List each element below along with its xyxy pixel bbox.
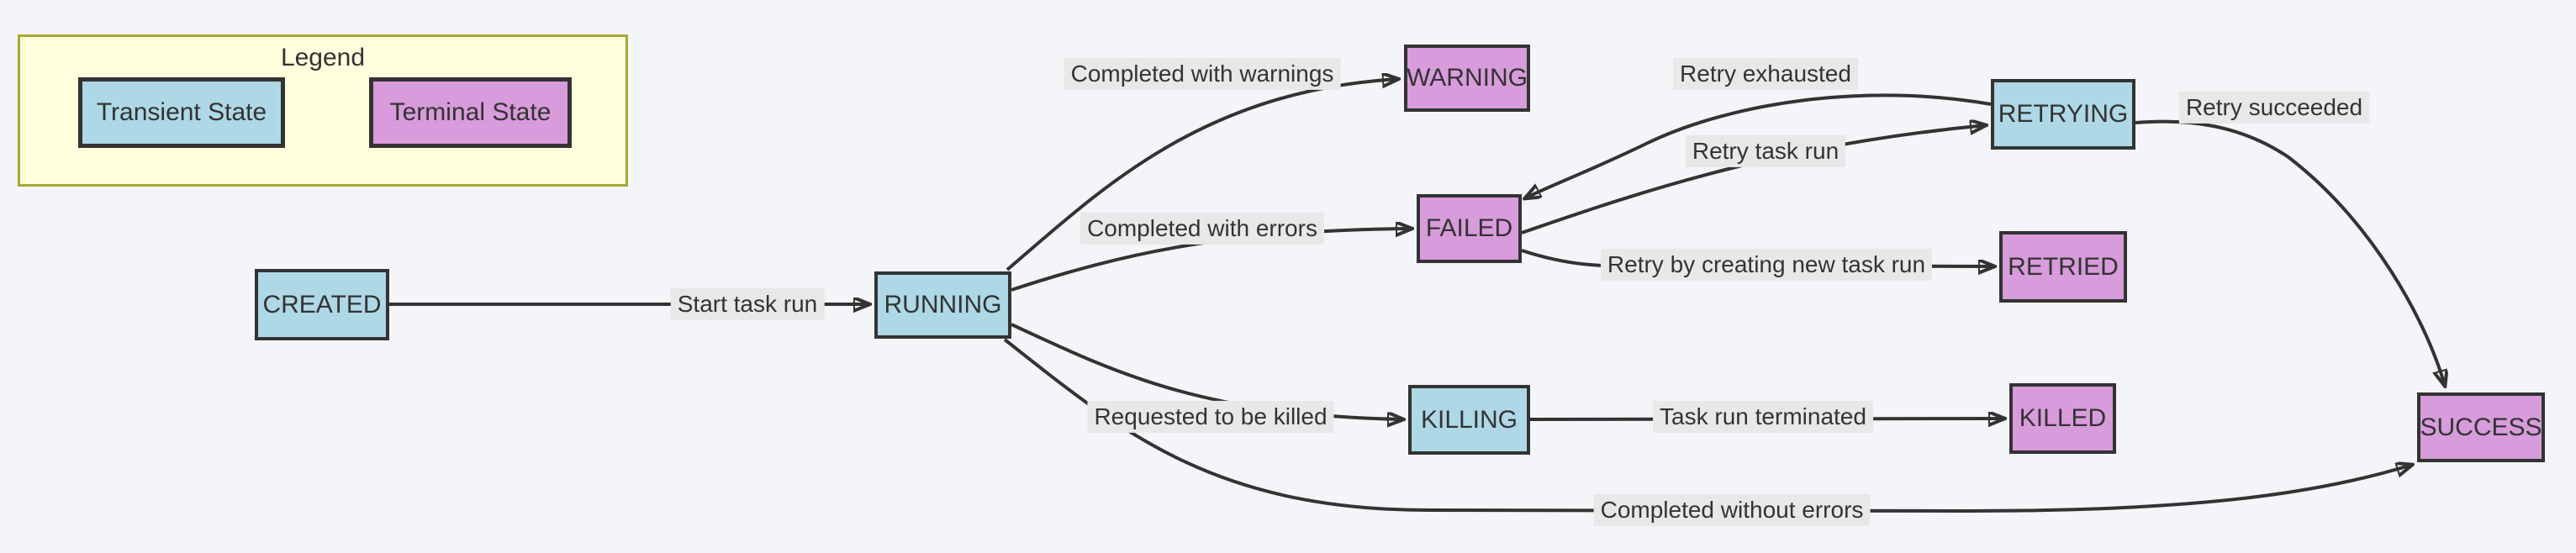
node-warning: WARNING [1404, 45, 1530, 112]
node-running: RUNNING [874, 271, 1011, 339]
edge-failed-to-retrying [1521, 125, 1986, 234]
edge-label-completed-without-errors: Completed without errors [1593, 493, 1871, 527]
legend-title: Legend [280, 44, 366, 71]
node-label: KILLED [2019, 404, 2107, 432]
edge-label-start-task-run: Start task run [670, 287, 825, 321]
node-failed: FAILED [1417, 194, 1522, 263]
edge-label-task-run-terminated: Task run terminated [1653, 400, 1873, 434]
node-label: KILLING [1420, 405, 1518, 434]
node-created: CREATED [255, 269, 389, 340]
edge-label-requested-to-be-killed: Requested to be killed [1087, 400, 1334, 434]
legend: Legend Transient State Terminal State [18, 34, 628, 187]
edge-label-completed-with-errors: Completed with errors [1080, 212, 1324, 245]
edge-retrying-to-success [2135, 119, 2445, 386]
edge-label-retry-task-run: Retry task run [1685, 134, 1846, 168]
legend-item-terminal-state: Terminal State [369, 77, 572, 148]
node-label: FAILED [1425, 214, 1513, 242]
edge-retrying-to-failed [1525, 93, 1992, 198]
node-retrying: RETRYING [1991, 79, 2135, 150]
node-retried: RETRIED [1999, 231, 2127, 303]
node-killed: KILLED [2009, 383, 2116, 454]
legend-item-label: Terminal State [389, 98, 552, 126]
node-label: RETRIED [2008, 252, 2119, 281]
edge-label-completed-with-warnings: Completed with warnings [1064, 57, 1341, 91]
legend-item-label: Transient State [96, 98, 267, 126]
node-label: RUNNING [884, 291, 1002, 319]
node-killing: KILLING [1408, 385, 1530, 455]
node-label: RETRYING [1998, 100, 2129, 128]
node-label: CREATED [262, 290, 382, 319]
legend-item-transient-state: Transient State [78, 77, 285, 148]
edge-label-retry-by-creating-new-task-run: Retry by creating new task run [1600, 248, 1933, 282]
edge-label-retry-exhausted: Retry exhausted [1673, 57, 1858, 91]
node-success: SUCCESS [2417, 392, 2545, 462]
edge-running-to-failed [1011, 229, 1412, 292]
node-label: SUCCESS [2420, 413, 2542, 441]
node-label: WARNING [1407, 64, 1528, 92]
edge-label-retry-succeeded: Retry succeeded [2178, 91, 2370, 124]
